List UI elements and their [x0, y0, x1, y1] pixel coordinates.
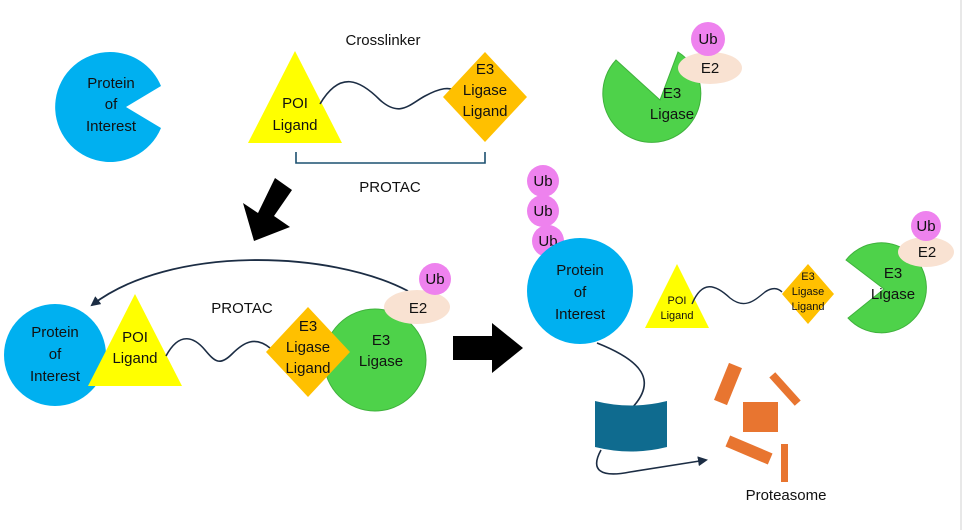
- e3-ligase-top-label-2: Ligase: [650, 106, 694, 123]
- e2-top-shape: [678, 52, 742, 84]
- poi-ligand-recycled: POI Ligand: [645, 264, 709, 328]
- ub-complex-label: Ub: [425, 271, 444, 288]
- e2-top-label: E2: [701, 60, 719, 77]
- e3-ligand-complex: E3 Ligase Ligand: [266, 307, 350, 397]
- protac-complex-label: PROTAC: [211, 300, 273, 317]
- e3-ligand-recycled: E3 Ligase Ligand: [782, 264, 834, 324]
- e3-ligase-recycled-shape: [845, 242, 927, 334]
- poi-ubiquitinated-label-3: Interest: [555, 306, 606, 323]
- e2-complex-shape: [384, 290, 450, 324]
- e2-recycled-label: E2: [918, 244, 936, 261]
- slide-edge: [960, 0, 962, 530]
- poi-top-label-1: Protein: [87, 75, 135, 92]
- ub-top: Ub: [691, 22, 725, 56]
- e2-recycled-shape: [898, 237, 954, 267]
- poi-complex-label-2: of: [49, 346, 62, 363]
- poi-complex-label-1: Protein: [31, 324, 79, 341]
- poi-ubiquitinated-label-1: Protein: [556, 262, 604, 279]
- e3-ligand-recycled-label-2: Ligase: [792, 286, 824, 298]
- proteasome-label: Proteasome: [746, 487, 827, 504]
- poi-ligand-complex-shape: [88, 294, 182, 386]
- e3-ligand-complex-label-3: Ligand: [285, 360, 330, 377]
- ub-complex-shape: [419, 263, 451, 295]
- e3-ligand-complex-shape: [266, 307, 350, 397]
- e3-ligand-top-label-1: E3: [476, 61, 494, 78]
- ub-recycled-label: Ub: [916, 218, 935, 235]
- protac-complex-linker: [165, 337, 271, 362]
- ub-transfer-arrow: [90, 259, 409, 307]
- e3-ligand-complex-label-1: E3: [299, 318, 317, 335]
- poi-ligand-complex-label-1: POI: [122, 329, 148, 346]
- fragment-4: [725, 435, 773, 465]
- poi-ligand-complex-label-2: Ligand: [112, 350, 157, 367]
- protac-top-label: PROTAC: [359, 179, 421, 196]
- e3-ligand-top-label-3: Ligand: [462, 103, 507, 120]
- e3-ligase-top-label-1: E3: [663, 85, 681, 102]
- protac-recycled-linker: [691, 286, 783, 305]
- poi-top-label-3: Interest: [86, 118, 137, 135]
- poi-ligand-top-label-2: Ligand: [272, 117, 317, 134]
- fragment-5: [781, 444, 788, 482]
- ub-recycled: Ub: [911, 211, 941, 241]
- fragment-1: [714, 362, 742, 406]
- e3-ligand-top: E3 Ligase Ligand: [443, 52, 527, 142]
- ub-top-label: Ub: [698, 31, 717, 48]
- poi-ubiquitinated-shape: [527, 238, 633, 344]
- proteasome-barrel: [595, 401, 667, 452]
- e2-complex: E2: [384, 290, 450, 324]
- step-arrow-right: [453, 323, 523, 373]
- poi-top: Protein of Interest: [55, 51, 161, 162]
- e2-complex-label: E2: [409, 300, 427, 317]
- poi-complex-shape: [4, 304, 106, 406]
- step-arrow-down: [243, 178, 292, 241]
- e3-ligase-recycled-label-1: E3: [884, 265, 902, 282]
- poi-ligand-top: POI Ligand: [248, 51, 342, 143]
- e2-top: E2: [678, 52, 742, 84]
- e3-ligand-recycled-shape: [782, 264, 834, 324]
- ub-complex: Ub: [419, 263, 451, 295]
- e3-ligase-recycled: E3 Ligase: [845, 242, 927, 334]
- crosslinker-label: Crosslinker: [345, 32, 420, 49]
- poi-complex: Protein of Interest: [4, 304, 106, 406]
- poi-ligand-top-shape: [248, 51, 342, 143]
- e3-ligand-recycled-label-3: Ligand: [791, 301, 824, 313]
- poi-ligand-recycled-shape: [645, 264, 709, 328]
- ub-chain-2-shape: [527, 195, 559, 227]
- e3-ligand-top-shape: [443, 52, 527, 142]
- ub-top-shape: [691, 22, 725, 56]
- poi-complex-label-3: Interest: [30, 368, 81, 385]
- poi-ubiquitinated-label-2: of: [574, 284, 587, 301]
- e3-ligand-recycled-label-1: E3: [801, 271, 814, 283]
- peptide-fragments: [714, 362, 801, 482]
- e3-ligand-top-label-2: Ligase: [463, 82, 507, 99]
- poi-ubiquitinated: Protein of Interest: [527, 238, 633, 344]
- ub-recycled-shape: [911, 211, 941, 241]
- proteasome-exit-arrow: [595, 449, 708, 475]
- proteasome-barrel-shape: [595, 401, 667, 452]
- fragment-3: [743, 402, 778, 432]
- crosslinker-line: [319, 80, 458, 110]
- poi-top-shape: [55, 51, 161, 162]
- ub-chain: Ub Ub Ub: [527, 165, 564, 257]
- poi-ligand-recycled-label-2: Ligand: [660, 310, 693, 322]
- poi-ligand-complex: POI Ligand: [88, 294, 182, 386]
- ub-chain-1-shape: [527, 165, 559, 197]
- fragment-2: [769, 372, 801, 406]
- poi-top-label-2: of: [105, 96, 118, 113]
- e3-ligase-complex-label-2: Ligase: [359, 353, 403, 370]
- e2-recycled: E2: [898, 237, 954, 267]
- e3-ligase-top: E3 Ligase: [602, 51, 702, 143]
- e3-ligase-recycled-label-2: Ligase: [871, 286, 915, 303]
- protac-bracket: [295, 152, 486, 164]
- poi-ligand-recycled-label-1: POI: [668, 295, 687, 307]
- e3-ligase-complex: E3 Ligase: [323, 308, 427, 412]
- ub-chain-1-label: Ub: [533, 173, 552, 190]
- ub-chain-2-label: Ub: [533, 203, 552, 220]
- poi-to-proteasome-line: [596, 342, 645, 411]
- e3-ligand-complex-label-2: Ligase: [286, 339, 330, 356]
- poi-ligand-top-label-1: POI: [282, 95, 308, 112]
- e3-ligase-complex-label-1: E3: [372, 332, 390, 349]
